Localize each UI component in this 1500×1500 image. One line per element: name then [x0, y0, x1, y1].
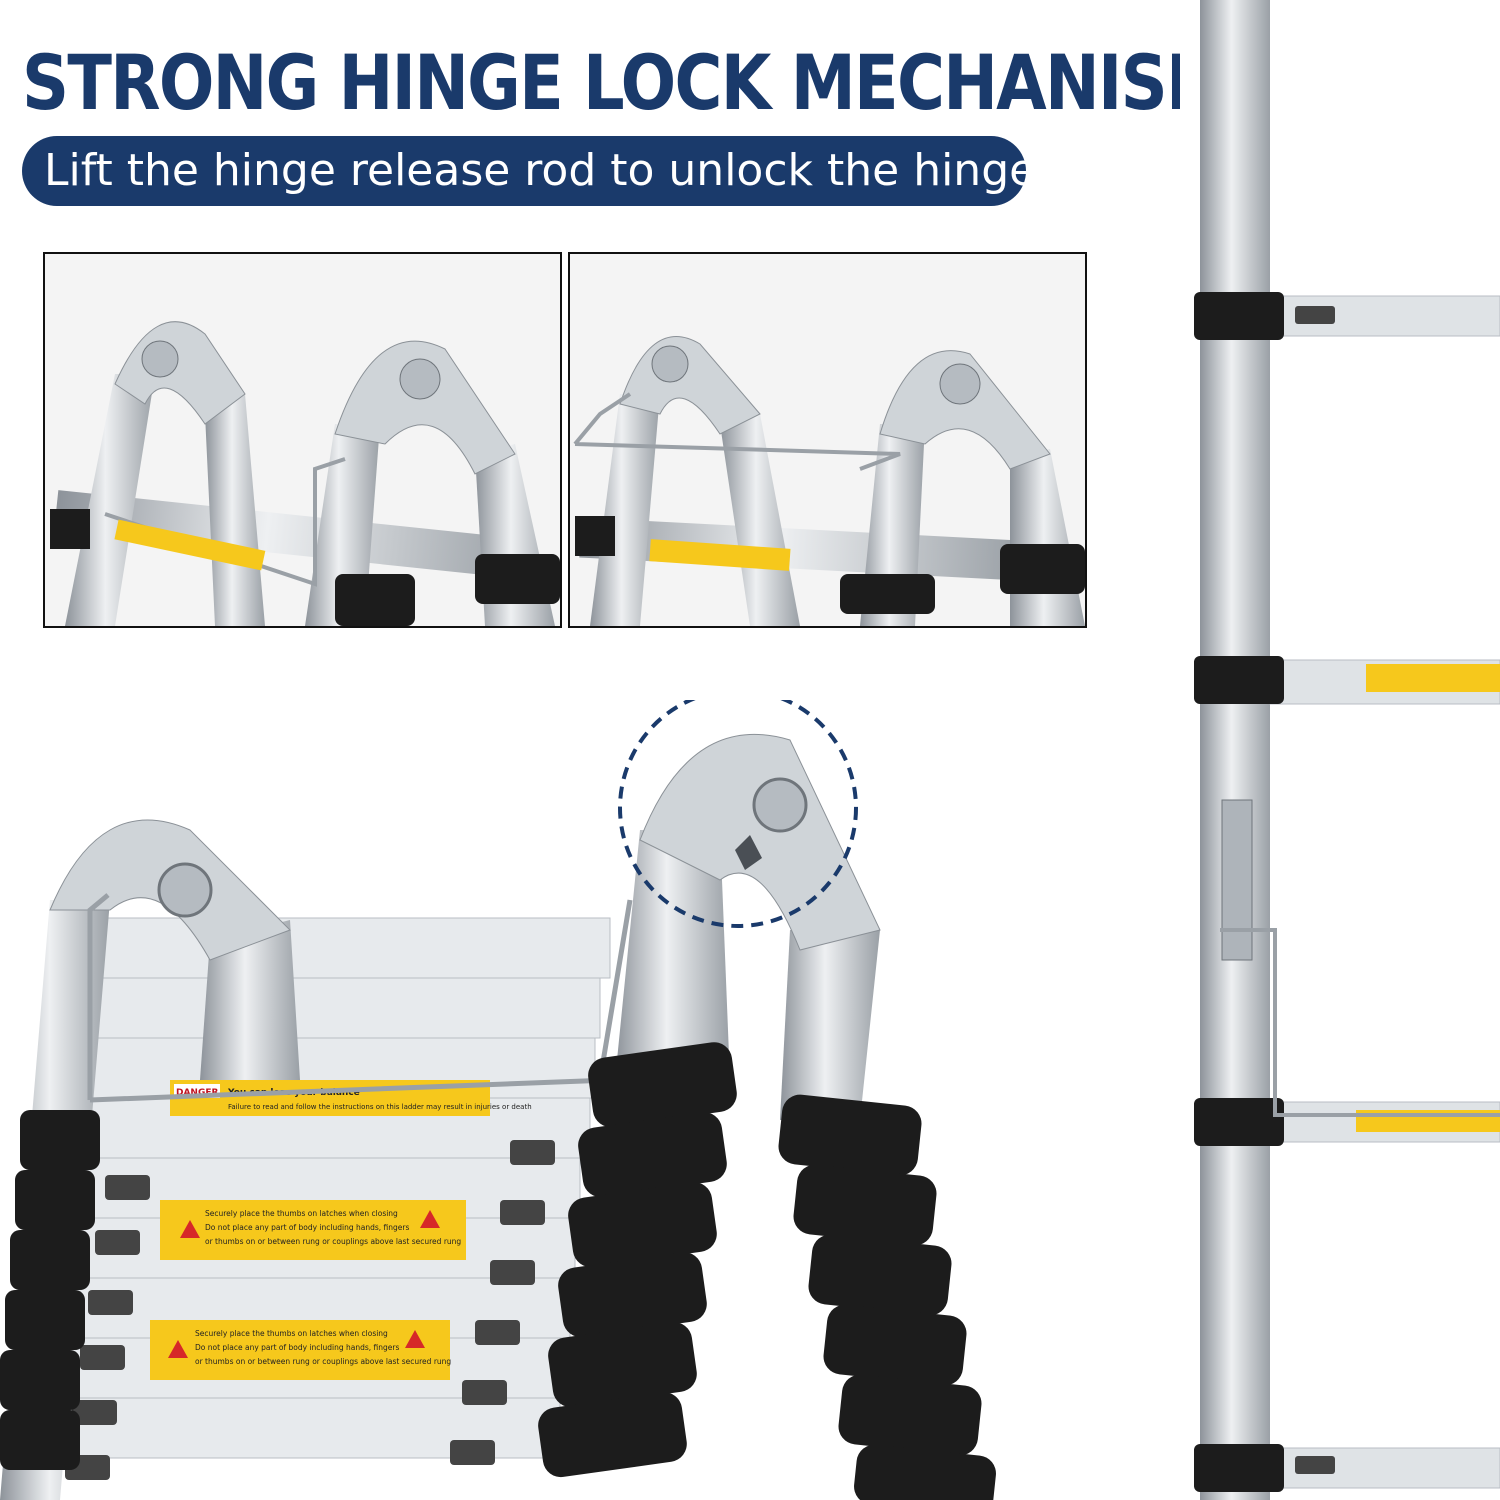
- extended-ladder-side-photo: [1180, 0, 1500, 1500]
- thumbs-warning-2b: Do not place any part of body including …: [195, 1343, 399, 1352]
- thumbs-warning-2c: or thumbs on or between rung or coupling…: [195, 1357, 451, 1366]
- warning-triangle-icon: [180, 1220, 200, 1238]
- thumbs-warning-2a: Securely place the thumbs on latches whe…: [195, 1329, 388, 1338]
- thumbs-warning-1b: Do not place any part of body including …: [205, 1223, 409, 1232]
- danger-label: DANGER: [176, 1088, 219, 1098]
- highlight-circle: [618, 700, 858, 928]
- warning-triangle-icon: [405, 1330, 425, 1348]
- instruction-warning: Failure to read and follow the instructi…: [228, 1103, 532, 1111]
- hinge-unlocked-photo: [568, 252, 1087, 628]
- warning-triangle-icon: [420, 1210, 440, 1228]
- thumbs-warning-1a: Securely place the thumbs on latches whe…: [205, 1209, 398, 1218]
- page-title: STRONG HINGE LOCK MECHANISM: [22, 38, 1231, 127]
- thumbs-warning-1c: or thumbs on or between rung or coupling…: [205, 1237, 461, 1246]
- warning-triangle-icon: [168, 1340, 188, 1358]
- instruction-banner: Lift the hinge release rod to unlock the…: [22, 136, 1036, 206]
- instruction-text: Lift the hinge release rod to unlock the…: [44, 145, 1037, 196]
- hinge-locked-photo: [43, 252, 562, 628]
- ladder-hinge-closeup-photo: DANGER You can lose your balance Failure…: [0, 700, 1000, 1500]
